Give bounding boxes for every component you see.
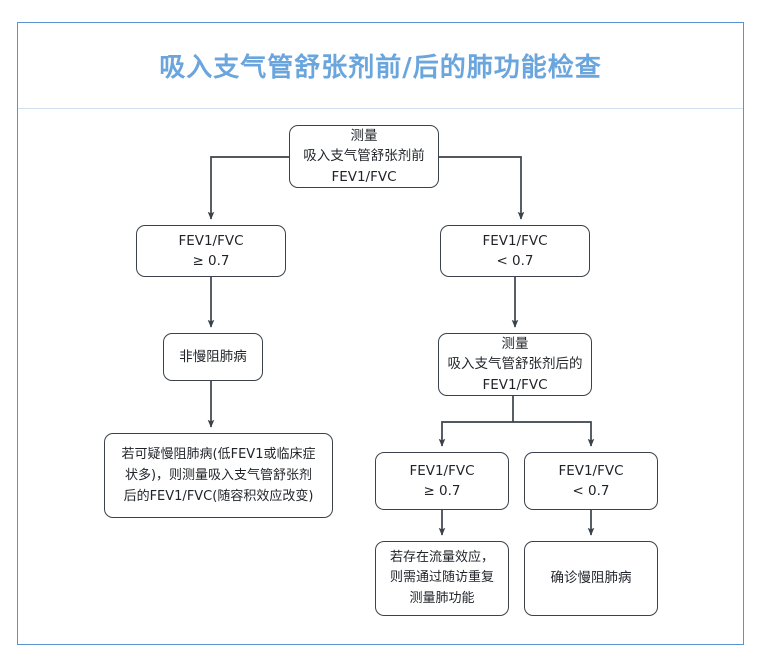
node-non-copd[interactable]: 非慢阻肺病 xyxy=(163,333,263,381)
node-line: FEV1/FVC xyxy=(178,232,244,249)
node-line: 非慢阻肺病 xyxy=(179,348,247,365)
node-line: ≥ 0.7 xyxy=(423,483,461,499)
node-confirm-copd[interactable]: 确诊慢阻肺病 xyxy=(524,541,658,616)
node-line: 测量肺功能 xyxy=(409,590,475,606)
node-line: 测量 xyxy=(501,336,529,353)
node-line: < 0.7 xyxy=(496,253,534,269)
node-line: 确诊慢阻肺病 xyxy=(550,570,632,587)
node-line: FEV1/FVC xyxy=(558,462,624,479)
node-post-left-ratio[interactable]: FEV1/FVC ≥ 0.7 xyxy=(375,452,509,510)
node-flow-effect[interactable]: 若存在流量效应， 则需通过随访重复 测量肺功能 xyxy=(375,541,509,616)
node-suspect-copd[interactable]: 若可疑慢阻肺病(低FEV1或临床症 状多)，则测量吸入支气管舒张剂 后的FEV1… xyxy=(104,433,333,518)
node-line: 则需通过随访重复 xyxy=(389,570,494,586)
edge-top-to-right-ratio xyxy=(439,156,525,220)
node-line: < 0.7 xyxy=(572,483,610,499)
node-line: 若可疑慢阻肺病(低FEV1或临床症 xyxy=(121,446,316,462)
title-divider xyxy=(18,108,743,109)
node-line: FEV1/FVC xyxy=(482,376,548,393)
node-line: 状多)，则测量吸入支气管舒张剂 xyxy=(124,467,313,483)
edge-post-measure-to-left-ratio xyxy=(438,421,513,447)
page-title: 吸入支气管舒张剂前/后的肺功能检查 xyxy=(159,53,602,83)
node-line: FEV1/FVC xyxy=(482,232,548,249)
node-line: 吸入支气管舒张剂后的 xyxy=(447,356,583,373)
node-top-measure[interactable]: 测量 吸入支气管舒张剂前 FEV1/FVC xyxy=(289,125,439,188)
node-line: ≥ 0.7 xyxy=(192,253,230,269)
node-line: FEV1/FVC xyxy=(409,462,475,479)
node-line: 测量 xyxy=(350,128,378,145)
node-line: 后的FEV1/FVC(随容积效应改变) xyxy=(123,489,314,505)
node-post-measure[interactable]: 测量 吸入支气管舒张剂后的 FEV1/FVC xyxy=(438,333,592,396)
edge-top-to-left-ratio xyxy=(207,156,289,220)
edge-post-measure-to-right-ratio xyxy=(513,421,595,447)
title-bar: 吸入支气管舒张剂前/后的肺功能检查 xyxy=(18,23,743,108)
node-line: 吸入支气管舒张剂前 xyxy=(303,148,425,165)
node-line: 若存在流量效应， xyxy=(389,550,494,566)
node-left-ratio[interactable]: FEV1/FVC ≥ 0.7 xyxy=(136,225,286,277)
node-post-right-ratio[interactable]: FEV1/FVC < 0.7 xyxy=(524,452,658,510)
node-right-ratio[interactable]: FEV1/FVC < 0.7 xyxy=(440,225,590,277)
node-line: FEV1/FVC xyxy=(331,168,397,185)
